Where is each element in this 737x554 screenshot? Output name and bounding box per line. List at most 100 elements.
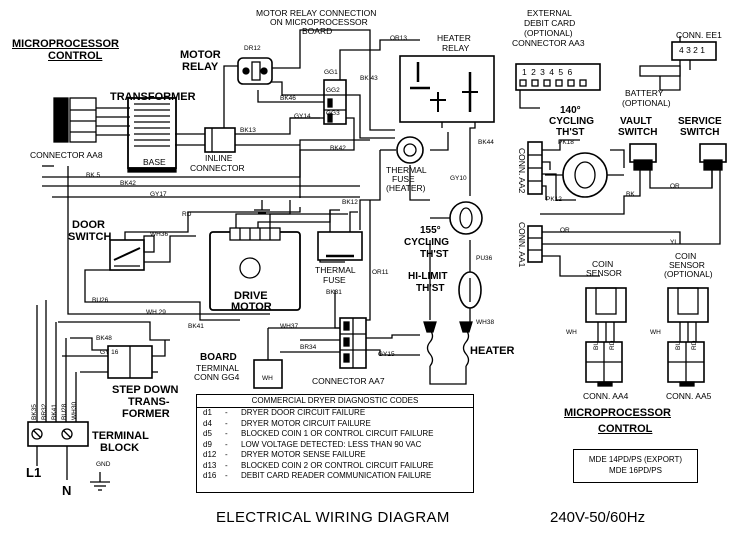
conn-aa2 — [527, 141, 543, 195]
left-heading-line2: CONTROL — [48, 50, 103, 62]
coin-sensor-1 — [585, 287, 627, 387]
coin-sensor-line1: COIN — [592, 259, 614, 269]
heater-relay-line1: HEATER — [437, 33, 471, 43]
conn-ee1-pins: 4 3 2 1 — [679, 45, 705, 55]
wire-label-bu-coin2: BU — [675, 340, 682, 350]
board-terminal-line3: CONN GG4 — [194, 372, 240, 382]
diagnostic-row: d13-BLOCKED COIN 2 OR CONTROL CIRCUIT FA… — [203, 460, 434, 470]
door-switch-line1: DOOR — [72, 219, 105, 231]
service-switch-line2: SWITCH — [680, 127, 720, 138]
thermal-fuse-heater-line3: (HEATER) — [386, 183, 426, 193]
thermal-fuse-line2: FUSE — [323, 275, 346, 285]
diagnostic-row: d16-DEBIT CARD READER COMMUNICATION FAIL… — [203, 471, 432, 480]
wire-label-bk44: BK44 — [478, 139, 494, 146]
board-terminal-line2: TERMINAL — [196, 363, 239, 373]
step-down-line3: FORMER — [122, 408, 170, 420]
coin-sensor-opt-line3: (OPTIONAL) — [664, 269, 713, 279]
vault-switch-line2: SWITCH — [618, 127, 658, 138]
terminal-block-line1: TERMINAL — [92, 430, 149, 442]
service-switch-line1: SERVICE — [678, 116, 722, 127]
cycling-thermostat-140 — [545, 152, 624, 198]
motor-relay — [237, 57, 273, 85]
wire-label-pk12: PK12 — [546, 196, 562, 203]
diagnostic-row: d12-DRYER MOTOR SENSE FAILURE — [203, 450, 366, 459]
conn-aa2-label: CONN. AA2 — [517, 148, 527, 194]
wire-label-bk5: BK 5 — [86, 172, 101, 179]
conn-aa5-label: CONN. AA5 — [666, 391, 712, 401]
wire-label-wh30: WH30 — [71, 401, 78, 420]
wire-label-bk31: BK31 — [326, 289, 342, 296]
transformer-label: TRANSFORMER — [110, 91, 196, 103]
conn-aa4-label: CONN. AA4 — [583, 391, 629, 401]
cycling-155-line1: 155° — [420, 225, 441, 236]
wire-label-wh38: WH38 — [476, 319, 495, 326]
wire-label-wh36: WH36 — [150, 231, 169, 238]
wire-label-bk46: BK46 — [280, 95, 296, 102]
l1-label: L1 — [26, 465, 42, 480]
step-down-line1: STEP DOWN — [112, 384, 179, 396]
thermal-fuse-line1: THERMAL — [315, 265, 356, 275]
gnd-label: GND — [96, 461, 111, 468]
wire-label-gg1: GG1 — [324, 69, 338, 76]
thermal-fuse-heater — [380, 136, 424, 164]
model-line2: MDE 16PD/PS — [609, 466, 662, 475]
board-terminal-gg4 — [253, 359, 283, 389]
debit-card-line2: DEBIT CARD — [524, 18, 576, 28]
wire-label-gy17: GY17 — [150, 191, 167, 198]
service-switch — [699, 143, 727, 171]
battery-line2: (OPTIONAL) — [622, 98, 671, 108]
heater-relay-line2: RELAY — [442, 43, 470, 53]
inline-connector-line2: CONNECTOR — [190, 163, 245, 173]
diagnostic-codes-table: COMMERCIAL DRYER DIAGNOSTIC CODES d1-DRY… — [196, 394, 474, 493]
wire-label-dr12: DR12 — [244, 45, 261, 52]
transformer-base-label: BASE — [143, 157, 166, 167]
step-down-line2: TRANS- — [128, 396, 170, 408]
terminal-block — [27, 421, 89, 447]
model-line1: MDE 14PD/PS (EXPORT) — [588, 455, 683, 464]
vault-switch — [629, 143, 657, 171]
inline-connector — [204, 127, 236, 153]
vault-switch-line1: VAULT — [620, 116, 652, 127]
wire-label-yl: YL — [670, 239, 678, 246]
wire-label-gg2: GG2 — [326, 87, 340, 94]
wire-label-bk43: BK 43 — [360, 75, 378, 82]
transformer — [127, 97, 177, 173]
door-switch-line2: SWITCH — [68, 231, 112, 243]
connector-aa7 — [339, 317, 367, 369]
hi-limit-line1: HI-LIMIT — [408, 271, 448, 282]
debit-card-pins: 1 2 3 4 5 6 — [522, 67, 573, 77]
relay-connection-line1: MOTOR RELAY CONNECTION — [256, 8, 377, 18]
wire-label-or11: OR11 — [372, 269, 389, 276]
debit-card-line4: CONNECTOR AA3 — [512, 38, 585, 48]
motor-relay-line2: RELAY — [182, 61, 219, 73]
heater-label: HEATER — [470, 345, 515, 357]
drive-motor-line2: MOTOR — [231, 301, 272, 313]
n-label: N — [62, 483, 72, 498]
wire-label-rd-coin2: RD — [691, 340, 698, 350]
wire-label-bu28: BU28 — [61, 403, 68, 420]
coin-sensor-opt-line1: COIN — [675, 251, 697, 261]
wire-label-gy16: GY 16 — [100, 349, 119, 356]
wire-label-gy14: GY14 — [294, 113, 311, 120]
right-heading-line1: MICROPROCESSOR — [564, 407, 671, 419]
wire-label-br32: BR32 — [41, 403, 48, 420]
wire-label-bk24: BK41 — [188, 323, 204, 330]
cycling-140-line2: CYCLING — [549, 116, 594, 127]
connector-aa8-label: CONNECTOR AA8 — [30, 150, 103, 160]
wire-label-bk42-a: BK42 — [330, 145, 346, 152]
diagnostic-codes-heading: COMMERCIAL DRYER DIAGNOSTIC CODES — [197, 395, 473, 408]
board-terminal-line1: BOARD — [200, 352, 237, 363]
voltage-rating: 240V-50/60Hz — [550, 509, 646, 526]
conn-ee1 — [671, 36, 717, 61]
relay-connection-block — [323, 79, 347, 125]
cycling-155-line2: CYCLING — [404, 237, 449, 248]
left-heading-line1: MICROPROCESSOR — [12, 38, 119, 50]
motor-relay-line1: MOTOR — [180, 49, 221, 61]
cycling-140-line1: 140° — [560, 105, 581, 116]
wire-label-gg3: GG3 — [326, 110, 340, 117]
door-switch — [109, 235, 155, 271]
wire-label-bk41: BK41 — [51, 404, 58, 420]
wire-label-or13: OR13 — [390, 35, 407, 42]
cycling-155-line3: TH'ST — [420, 249, 449, 260]
